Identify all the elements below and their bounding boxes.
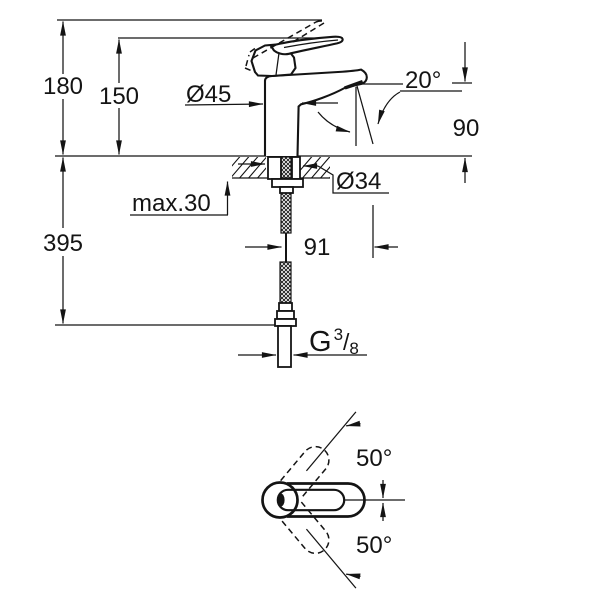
plan-handle-swung-up xyxy=(280,411,361,499)
thread-slash: / xyxy=(343,329,350,355)
hose-connector-top xyxy=(278,302,293,312)
dimension-180: 180 xyxy=(43,21,83,155)
flex-hose-braided xyxy=(279,261,292,304)
faucet-body-outline xyxy=(263,68,368,157)
dimension-91: 91 xyxy=(245,205,398,261)
hose-connector-mid xyxy=(276,310,295,320)
lever-handle xyxy=(269,35,344,56)
plan-handle-up-dashed-outline xyxy=(280,445,330,499)
spout-angled-stream-line xyxy=(356,85,374,145)
swing-down-angle-line xyxy=(305,528,357,589)
hose-connector-nut xyxy=(274,318,297,327)
plan-handle-swung-down xyxy=(280,501,361,589)
plan-handle-pivot-dot xyxy=(277,493,285,507)
lever-detail-line xyxy=(283,39,339,49)
aerator xyxy=(344,80,364,90)
dimension-90: 90 xyxy=(453,42,480,183)
dimension-150: 150 xyxy=(99,39,139,155)
dimension-max30: max.30 xyxy=(130,181,231,217)
spout-angle-leader-arrow xyxy=(377,91,401,125)
swing-up-angle-label: 50° xyxy=(356,445,392,472)
plan-handle-inner-outline xyxy=(276,488,346,512)
threaded-shank xyxy=(280,156,292,234)
plan-handle-down-dashed-outline xyxy=(280,501,330,555)
lever-handle-raised-dashed xyxy=(244,20,325,72)
dim-dia45-label: Ø45 xyxy=(186,81,231,108)
mounting-nut-step xyxy=(279,186,294,194)
swing-down-angle-label: 50° xyxy=(356,532,392,559)
spout-angle-label: 20° xyxy=(405,67,441,94)
shank-right-section xyxy=(291,156,301,180)
thread-numerator: 3 xyxy=(334,325,343,344)
dimension-dia34: Ø34 xyxy=(238,161,389,195)
swing-up-arc-arrow xyxy=(345,420,361,427)
thread-denominator: 8 xyxy=(349,339,358,358)
shank-left-section xyxy=(267,156,282,180)
max30-label: max.30 xyxy=(132,190,211,217)
swing-up-angle-line xyxy=(305,411,357,472)
dimension-dia45: Ø45 xyxy=(184,81,338,108)
swing-down-arc-arrow xyxy=(345,573,361,580)
dim-180-label: 180 xyxy=(43,73,83,100)
dim-90-label: 90 xyxy=(453,115,480,142)
plan-view: 50° 50° xyxy=(261,411,405,589)
spout-angle-arc-arrow-left xyxy=(317,111,351,133)
dim-395-label: 395 xyxy=(43,230,83,257)
dim-dia34-label: Ø34 xyxy=(336,168,381,195)
side-view: 180 150 395 90 20° Ø45 xyxy=(43,19,480,368)
thread-g: G xyxy=(309,326,332,358)
connector-pipe xyxy=(277,325,292,368)
plan-handle-knob-circle xyxy=(261,481,299,519)
dim-150-label: 150 xyxy=(99,83,139,110)
mounting-nut-flange xyxy=(271,178,304,188)
dimension-395: 395 xyxy=(43,157,83,324)
dim-91-label: 91 xyxy=(304,234,331,261)
